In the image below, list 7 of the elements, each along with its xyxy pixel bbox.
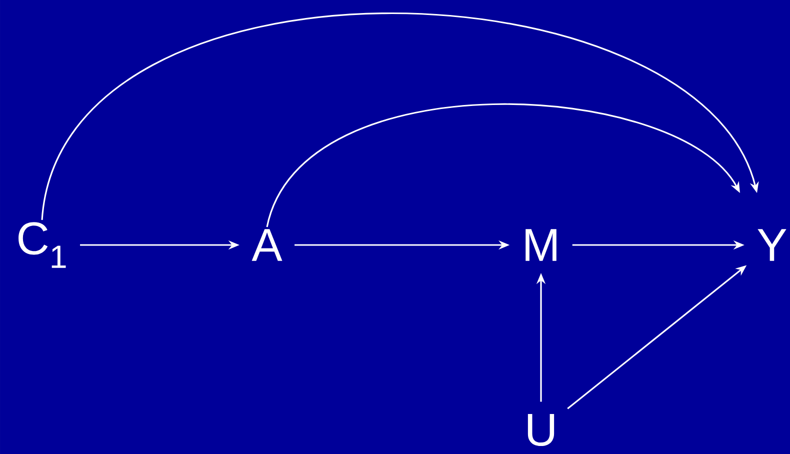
node-label: A	[252, 229, 282, 261]
arrow	[41, 12, 759, 220]
node-label: M	[526, 229, 556, 261]
arrow	[266, 104, 740, 228]
node-label: Y	[758, 229, 786, 261]
node-label: U	[528, 414, 554, 446]
node-label: C$_{1}$	[18, 222, 66, 268]
